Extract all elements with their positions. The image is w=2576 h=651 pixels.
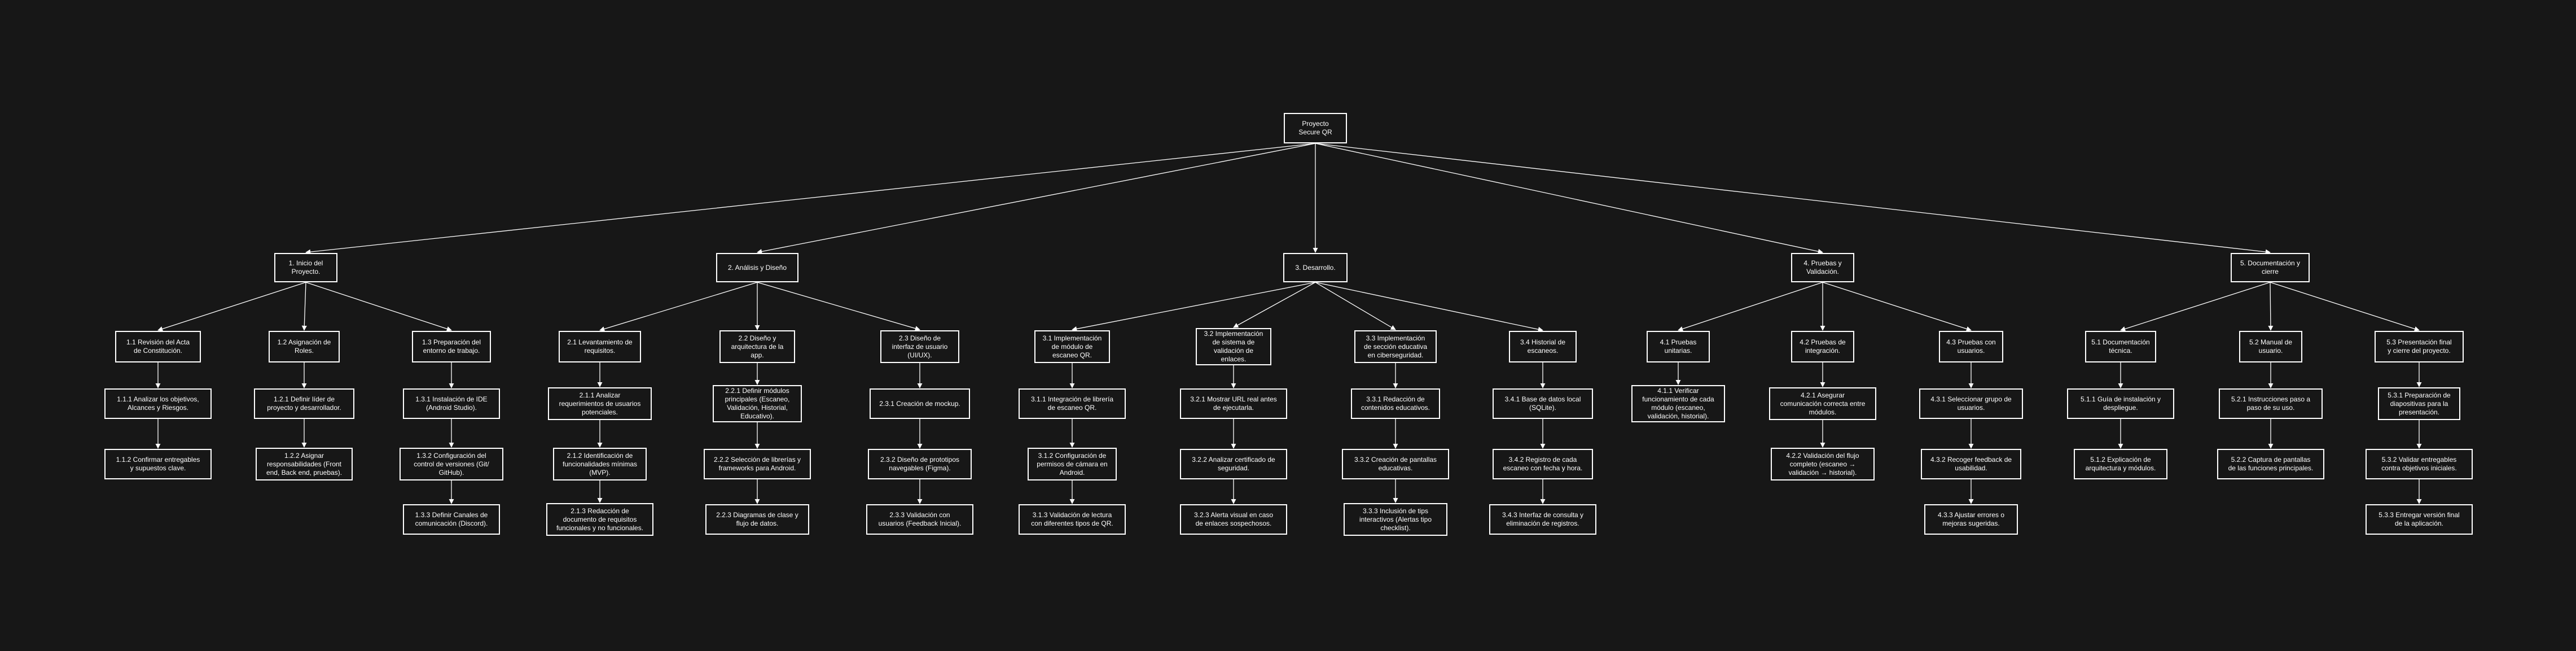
node-5-2-2: 5.2.2 Captura de pantallas de las funcio… — [2217, 449, 2324, 479]
node-5-3: 5.3 Presentación final y cierre del proy… — [2374, 331, 2464, 362]
node-1-1-2: 1.1.2 Confirmar entregables y supuestos … — [104, 449, 212, 479]
edge-2-to-2-3 — [757, 282, 920, 331]
node-2-1-1: 2.1.1 Analizar requerimientos de usuario… — [547, 387, 652, 420]
node-3-4-2: 3.4.2 Registro de cada escaneo con fecha… — [1493, 449, 1593, 479]
node-4-2-2: 4.2.2 Validación del flujo completo (esc… — [1770, 448, 1875, 480]
node-3-3-2: 3.3.2 Creación de pantallas educativas. — [1342, 449, 1449, 479]
node-3-4: 3.4 Historial de escaneos. — [1508, 331, 1577, 362]
edge-5-to-5-3 — [2270, 282, 2420, 331]
node-3-2: 3.2 Implementación de sistema de validac… — [1196, 328, 1271, 365]
node-3-3: 3.3 Implementación de sección educativa … — [1354, 330, 1437, 363]
node-1-3-3: 1.3.3 Definir Canales de comunicación (D… — [403, 504, 500, 535]
edge-3-to-3-2 — [1233, 282, 1316, 328]
node-5-3-1: 5.3.1 Preparación de diapositivas para l… — [2378, 387, 2460, 420]
node-5-3-2: 5.3.2 Validar entregables contra objetiv… — [2366, 449, 2473, 479]
node-2-2-1: 2.2.1 Definir módulos principales (Escan… — [712, 385, 802, 422]
edge-1-to-1-1 — [157, 282, 306, 331]
node-4-3-2: 4.3.2 Recoger feedback de usabilidad. — [1921, 449, 2021, 479]
edge-4-to-4-3 — [1822, 282, 1972, 331]
node-1-2: 1.2 Asignación de Roles. — [268, 331, 340, 362]
node-2-3-3: 2.3.3 Validación con usuarios (Feedback … — [866, 504, 973, 535]
node-2-2-3: 2.2.3 Diagramas de clase y flujo de dato… — [705, 504, 810, 535]
node-phase-1: 1. Inicio del Proyecto. — [274, 253, 337, 282]
node-3-3-1: 3.3.1 Redacción de contenidos educativos… — [1350, 388, 1441, 419]
node-1-2-2: 1.2.2 Asignar responsabilidades (Front e… — [256, 448, 353, 480]
edge-3-to-3-4 — [1315, 282, 1543, 332]
node-3-1: 3.1 Implementación de módulo de escaneo … — [1034, 330, 1110, 363]
node-2-1-2: 2.1.2 Identificación de funcionalidades … — [553, 448, 647, 480]
node-1-3-1: 1.3.1 Instalación de IDE (Android Studio… — [403, 388, 500, 419]
node-5-1: 5.1 Documentación técnica. — [2085, 331, 2157, 362]
node-2-2: 2.2 Diseño y arquitectura de la app. — [719, 330, 795, 363]
node-2-1-3: 2.1.3 Redacción de documento de requisit… — [546, 503, 653, 536]
edge-3-to-3-3 — [1315, 282, 1396, 330]
node-3-4-1: 3.4.1 Base de datos local (SQLite). — [1493, 388, 1593, 419]
node-3-2-3: 3.2.3 Alerta visual en caso de enlaces s… — [1180, 504, 1287, 535]
node-1-2-1: 1.2.1 Definir líder de proyecto y desarr… — [254, 388, 354, 419]
edge-5-to-5-1 — [2120, 282, 2271, 331]
edge-root-to-4 — [1315, 143, 1823, 254]
node-3-4-3: 3.4.3 Interfaz de consulta y eliminación… — [1489, 504, 1596, 535]
node-4-1-1: 4.1.1 Verificar funcionamiento de cada m… — [1631, 385, 1725, 422]
node-root: Proyecto Secure QR — [1284, 113, 1347, 143]
node-4-2-1: 4.2.1 Asegurar comunicación correcta ent… — [1769, 387, 1876, 420]
node-4-1: 4.1 Pruebas unitarias. — [1647, 331, 1710, 362]
node-2-2-2: 2.2.2 Selección de librerías y framework… — [704, 449, 811, 479]
node-3-2-2: 3.2.2 Analizar certificado de seguridad. — [1180, 449, 1287, 479]
node-3-1-2: 3.1.2 Configuración de permisos de cámar… — [1027, 448, 1117, 480]
node-3-1-3: 3.1.3 Validación de lectura con diferent… — [1019, 504, 1126, 535]
edge-1-to-1-3 — [305, 282, 452, 331]
node-1-3: 1.3 Preparación del entorno de trabajo. — [412, 331, 491, 362]
edge-4-to-4-1 — [1678, 282, 1823, 331]
edge-root-to-1 — [305, 143, 1316, 255]
node-4-3: 4.3 Pruebas con usuarios. — [1939, 331, 2003, 362]
node-phase-5: 5. Documentación y cierre — [2231, 253, 2310, 282]
node-5-2: 5.2 Manual de usuario. — [2239, 331, 2302, 362]
node-4-3-1: 4.3.1 Seleccionar grupo de usuarios. — [1919, 388, 2024, 419]
node-2-3-2: 2.3.2 Diseño de prototipos navegables (F… — [867, 449, 972, 479]
edge-root-to-2 — [757, 143, 1316, 254]
node-5-3-3: 5.3.3 Entregar versión final de la aplic… — [2366, 504, 2473, 535]
edge-5-to-5-2 — [2268, 282, 2274, 331]
node-1-1: 1.1 Revisión del Acta de Constitución. — [115, 331, 201, 362]
node-3-2-1: 3.2.1 Mostrar URL real antes de ejecutar… — [1180, 388, 1287, 419]
node-1-3-2: 1.3.2 Configuración del control de versi… — [399, 448, 504, 480]
node-5-1-2: 5.1.2 Explicación de arquitectura y módu… — [2074, 449, 2167, 479]
node-4-3-3: 4.3.3 Ajustar errores o mejoras sugerida… — [1924, 504, 2018, 535]
node-3-3-3: 3.3.3 Inclusión de tips interactivos (Al… — [1343, 503, 1448, 536]
edge-root-to-5 — [1315, 143, 2271, 255]
node-5-1-1: 5.1.1 Guía de instalación y despliegue. — [2067, 388, 2174, 419]
edge-1-to-1-2 — [301, 282, 307, 331]
node-2-3-1: 2.3.1 Creación de mockup. — [870, 388, 970, 419]
node-phase-3: 3. Desarrollo. — [1283, 253, 1348, 282]
edge-3-to-3-1 — [1072, 282, 1316, 331]
node-1-1-1: 1.1.1 Analizar los objetivos, Alcances y… — [104, 388, 212, 419]
node-3-1-1: 3.1.1 Integración de librería de escaneo… — [1019, 388, 1126, 419]
edge-2-to-2-1 — [599, 282, 758, 331]
node-5-2-1: 5.2.1 Instrucciones paso a paso de su us… — [2218, 388, 2323, 419]
node-4-2: 4.2 Pruebas de integración. — [1791, 331, 1854, 362]
node-2-1: 2.1 Levantamiento de requisitos. — [559, 331, 641, 362]
node-phase-2: 2. Análisis y Diseño — [716, 253, 798, 282]
node-phase-4: 4. Pruebas y Validación. — [1791, 253, 1854, 282]
node-2-3: 2.3 Diseño de interfaz de usuario (UI/UX… — [880, 330, 959, 363]
